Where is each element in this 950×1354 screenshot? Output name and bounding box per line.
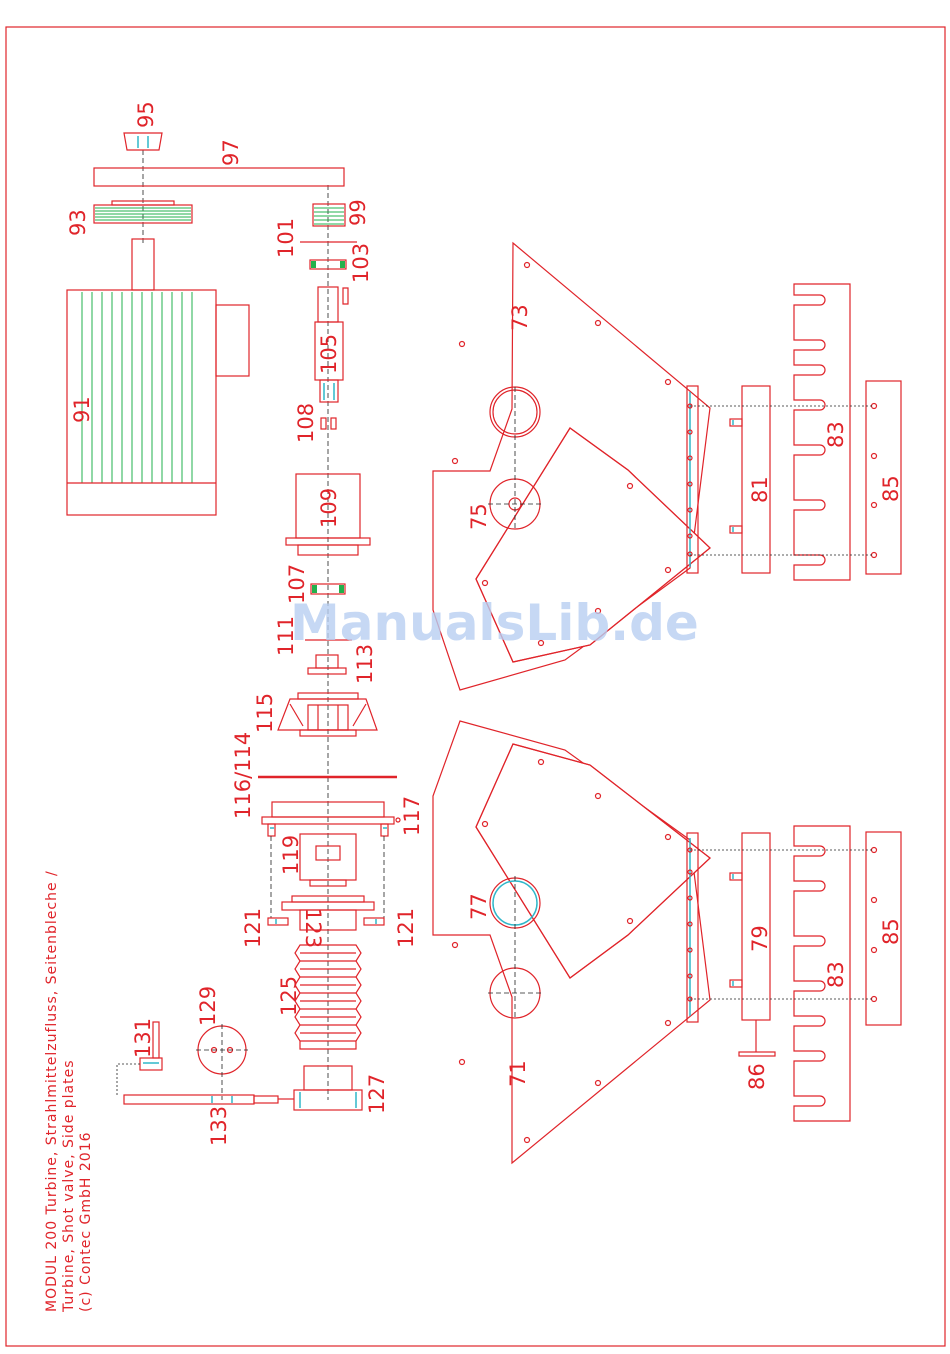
label-86: 86 [745, 1063, 769, 1090]
label-81: 81 [748, 476, 772, 503]
label-73: 73 [508, 304, 532, 331]
side-plates-lower [433, 721, 901, 1163]
label-133: 133 [207, 1106, 231, 1146]
caption-line-2: Turbine, Shot valve, Side plates [61, 1059, 77, 1313]
label-93: 93 [66, 209, 90, 236]
label-91: 91 [70, 396, 94, 423]
label-116-114: 116/114 [231, 732, 255, 819]
label-83-lower: 83 [824, 961, 848, 988]
label-109: 109 [317, 488, 341, 528]
label-125: 125 [277, 976, 301, 1016]
label-75: 75 [467, 503, 491, 530]
label-101: 101 [274, 218, 298, 258]
caption-line-3: (c) Contec GmbH 2016 [78, 1131, 94, 1312]
label-121-left: 121 [241, 908, 265, 948]
label-115: 115 [253, 693, 277, 733]
label-108: 108 [294, 403, 318, 443]
label-127: 127 [365, 1074, 389, 1114]
watermark: ManualsLib.de [290, 594, 699, 652]
label-117: 117 [400, 796, 424, 836]
label-85-upper: 85 [879, 475, 903, 502]
label-97: 97 [219, 139, 243, 166]
label-129: 129 [196, 986, 220, 1026]
label-121-right: 121 [394, 908, 418, 948]
label-103: 103 [349, 243, 373, 283]
title-block: MODUL 200 Turbine, Strahlmittelzufluss, … [44, 870, 94, 1313]
label-123: 123 [301, 908, 325, 948]
label-77: 77 [467, 893, 491, 920]
label-85-lower: 85 [879, 918, 903, 945]
label-79: 79 [748, 925, 772, 952]
label-119: 119 [279, 835, 303, 875]
label-83-upper: 83 [824, 421, 848, 448]
label-71: 71 [506, 1060, 530, 1087]
label-95: 95 [134, 101, 158, 128]
sheet-border [6, 27, 945, 1346]
caption-line-1: MODUL 200 Turbine, Strahlmittelzufluss, … [44, 870, 60, 1312]
label-105: 105 [317, 334, 341, 374]
label-131: 131 [131, 1018, 155, 1058]
label-99: 99 [346, 199, 370, 226]
